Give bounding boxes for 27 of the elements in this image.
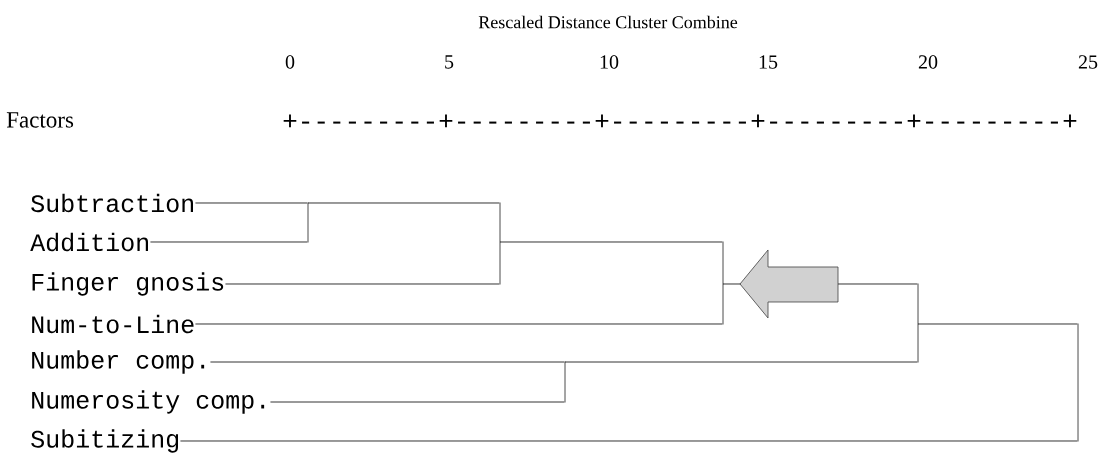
dendrogram-line: [210, 361, 565, 363]
leaf-label: Subtraction: [31, 193, 193, 213]
leaf-label: Addition: [30, 232, 148, 252]
tick-label: 0: [285, 55, 295, 69]
leaf-label: Finger gnosis: [32, 272, 224, 296]
tick-label: 20: [918, 55, 938, 69]
tick-label: 25: [1078, 55, 1098, 69]
tick-label: 5: [445, 55, 454, 69]
dendrogram-line: [917, 323, 1078, 325]
dendrogram-line: [195, 323, 723, 325]
dendrogram-line: [564, 361, 918, 363]
tick-label: 10: [600, 55, 619, 69]
dendrogram-line: [499, 241, 723, 243]
tick-label: 15: [759, 55, 778, 69]
leaf-label: Numerosity comp.: [32, 390, 265, 414]
leaf-label: Num-to-Line: [32, 314, 194, 334]
axis-title: Rescaled Distance Cluster Combine: [478, 15, 738, 29]
dendrogram-line: [225, 283, 500, 285]
leaf-label: Number comp.: [32, 350, 205, 374]
dendrogram-line: [307, 202, 500, 204]
leaf-label: Subitizing: [31, 429, 179, 453]
dendrogram-line: [195, 202, 308, 204]
dendrogram-line: [150, 241, 308, 243]
axis-scale: +---------+---------+---------+---------+---------+: [283, 114, 1077, 128]
axis-heading: Factors: [6, 112, 74, 128]
dendrogram-line: [270, 401, 565, 403]
dendrogram-line: [180, 440, 1078, 442]
